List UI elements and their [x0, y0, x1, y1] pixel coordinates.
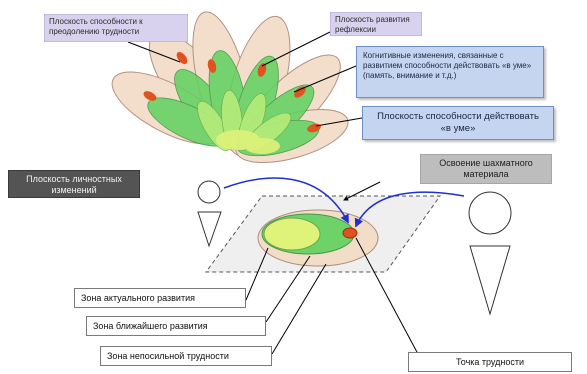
flower-diagram-icon [111, 11, 349, 164]
label-plane-mental-action: Плоскость способности действовать «в уме… [362, 106, 554, 140]
label-text: Плоскость способности к преодолению труд… [49, 17, 143, 36]
label-text: Плоскость личностных изменений [26, 174, 122, 196]
label-cognitive-changes: Когнитивные изменения, связанные с разви… [356, 46, 544, 98]
label-text: Точка трудности [455, 357, 525, 367]
label-zone-actual: Зона актуального развития [74, 288, 246, 308]
label-zone-proximal: Зона ближайшего развития [86, 316, 266, 336]
blue-arrows [223, 177, 465, 228]
label-plane-personal: Плоскость личностных изменений [8, 170, 140, 198]
label-zone-unbearable: Зона непосильной трудности [100, 346, 272, 366]
zone-pointers [245, 181, 419, 355]
adult-figure-icon [468, 191, 512, 316]
label-plane-overcoming: Плоскость способности к преодолению труд… [44, 14, 188, 42]
label-text: Плоскость развития рефлексии [335, 15, 410, 34]
label-chess-material: Освоение шахматного материала [420, 154, 552, 184]
child-figure-icon [197, 180, 222, 248]
label-text: Зона непосильной трудности [107, 351, 229, 361]
difficulty-point-icon [342, 227, 358, 239]
flower-connectors [127, 31, 363, 127]
label-plane-reflection: Плоскость развития рефлексии [330, 12, 422, 36]
label-text: Зона ближайшего развития [93, 321, 208, 331]
label-difficulty-point: Точка трудности [408, 352, 572, 372]
chess-plane [205, 195, 441, 273]
label-text: Плоскость способности действовать «в уме… [377, 111, 539, 134]
label-text: Зона актуального развития [81, 293, 195, 303]
label-text: Освоение шахматного материала [439, 158, 533, 180]
label-text: Когнитивные изменения, связанные с разви… [363, 51, 532, 80]
